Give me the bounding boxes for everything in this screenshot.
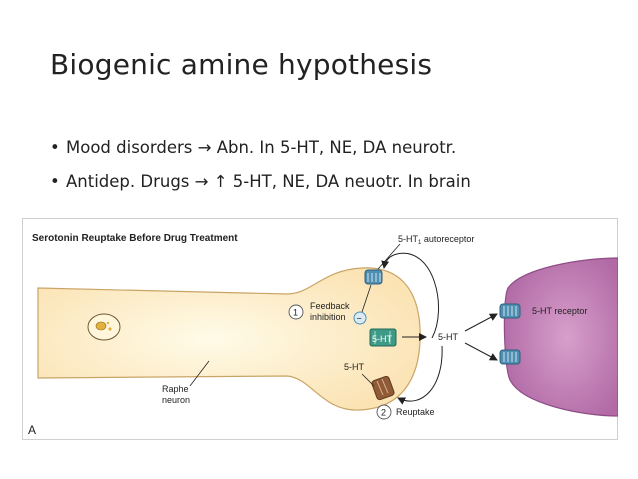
feedback-loop-arrow [381, 252, 439, 339]
neuron-label-line1: Raphe [162, 384, 189, 394]
reuptake-5ht-label: 5-HT [344, 362, 365, 372]
autoreceptor-label: 5-HT1 autoreceptor [398, 234, 474, 246]
postsynaptic-cell [503, 257, 618, 417]
postsynaptic-receptor-lower-icon [499, 349, 521, 365]
svg-text:−: − [357, 314, 362, 324]
synapse-diagram: Serotonin Reuptake Before Drug Treatment… [22, 218, 618, 440]
reuptake-pointer [361, 373, 375, 387]
arrow-to-lower-receptor [464, 342, 498, 361]
panel-letter: A [28, 423, 36, 437]
neuron-label-pointer [189, 360, 210, 387]
postsynaptic-receptor-upper-icon [499, 303, 521, 319]
svg-text:2: 2 [381, 408, 386, 418]
inhibition-minus-icon: − [353, 311, 367, 325]
feedback-label-line2: inhibition [310, 312, 346, 322]
bullet-dot: • [50, 172, 60, 191]
reuptake-transporter-icon [371, 375, 395, 401]
figure-heading: Serotonin Reuptake Before Drug Treatment [32, 233, 238, 244]
arrow-to-upper-receptor [464, 313, 498, 332]
bullet-text: Antidep. Drugs → ↑ 5-HT, NE, DA neuotr. … [66, 172, 471, 191]
inhibition-pointer [361, 284, 372, 313]
reuptake-label: Reuptake [396, 407, 435, 417]
step-1-icon: 1 [288, 304, 304, 320]
bullet-item: • Antidep. Drugs → ↑ 5-HT, NE, DA neuotr.… [50, 172, 471, 206]
autoreceptor-icon [364, 269, 383, 285]
receptor-label: 5-HT receptor [532, 306, 587, 316]
reuptake-arrow [397, 345, 443, 405]
serotonin-reuptake-figure: Serotonin Reuptake Before Drug Treatment… [22, 218, 618, 440]
transporter-icon [369, 328, 397, 347]
feedback-label-line1: Feedback [310, 301, 350, 311]
neuron-label-line2: neuron [162, 395, 190, 405]
nucleus-icon [87, 313, 121, 341]
svg-text:1: 1 [293, 308, 298, 318]
bullet-item: • Mood disorders → Abn. In 5-HT, NE, DA n… [50, 138, 471, 172]
transporter-label: 5-HT [372, 334, 393, 344]
released-5ht-label: 5-HT [438, 332, 459, 342]
bullet-list: • Mood disorders → Abn. In 5-HT, NE, DA n… [50, 138, 471, 206]
bullet-dot: • [50, 138, 60, 157]
raphe-neuron-body [37, 267, 421, 411]
slide-title: Biogenic amine hypothesis [50, 48, 433, 81]
bullet-text: Mood disorders → Abn. In 5-HT, NE, DA ne… [66, 138, 457, 157]
step-2-icon: 2 [376, 404, 392, 420]
